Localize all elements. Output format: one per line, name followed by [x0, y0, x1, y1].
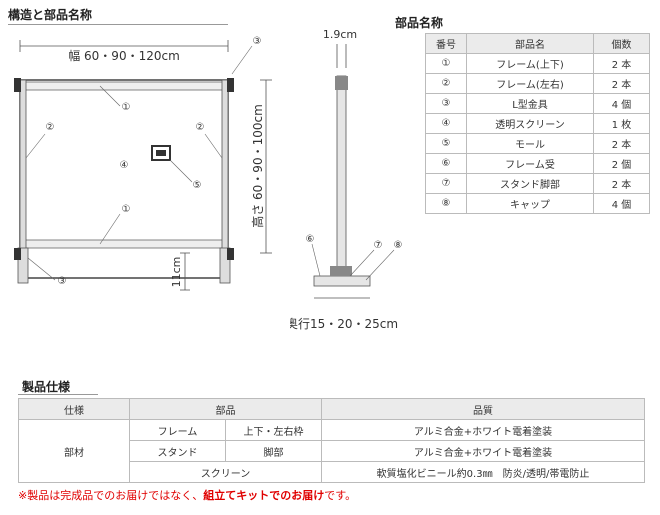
marker-6: ⑥ [306, 234, 315, 245]
spec-header-type: 仕様 [18, 398, 130, 420]
table-row: ⑦ スタンド脚部 2 本 [425, 173, 650, 194]
marker-3-top: ③ [253, 36, 262, 47]
front-view-diagram: 幅 60・90・120cm 高さ 60・90・100cm 11cm ① ① ② … [14, 36, 272, 291]
marker-3-bottom: ③ [58, 276, 67, 287]
spec-category: 部材 [18, 419, 130, 483]
spec-title: 製品仕様 [22, 380, 71, 394]
table-row: ③ L型金具 4 個 [425, 93, 650, 114]
foot-label: 11cm [170, 257, 183, 288]
structure-title: 構造と部品名称 [8, 8, 93, 22]
table-row: ④ 透明スクリーン 1 枚 [425, 113, 650, 134]
spec-table-header: 仕様 部品 品質 [18, 398, 645, 420]
marker-1-top: ① [122, 102, 131, 113]
marker-4: ④ [120, 160, 129, 171]
depth-label: 奥行15・20・25cm [290, 317, 398, 331]
marker-2-left: ② [46, 122, 55, 133]
spec-header-part: 部品 [129, 398, 322, 420]
delivery-note: ※製品は完成品でのお届けではなく、組立てキットでのお届けです。 [18, 487, 356, 503]
marker-7: ⑦ [374, 240, 383, 251]
structure-title-underline [8, 24, 228, 25]
parts-header-number: 番号 [425, 33, 467, 54]
width-label: 幅 60・90・120cm [68, 48, 180, 63]
parts-header-count: 個数 [593, 33, 650, 54]
note-suffix: です。 [324, 489, 357, 502]
parts-table-header: 番号 部品名 個数 [425, 33, 650, 54]
marker-8: ⑧ [394, 240, 403, 251]
table-row: ② フレーム(左右) 2 本 [425, 73, 650, 94]
marker-1-bottom: ① [122, 204, 131, 215]
spec-title-underline [18, 394, 98, 395]
side-view-diagram: 1.9cm 奥行15・20・25cm ⑥ ⑦ ⑧ [290, 28, 403, 331]
spec-header-quality: 品質 [321, 398, 645, 420]
table-row: ① フレーム(上下) 2 本 [425, 53, 650, 74]
height-label: 高さ 60・90・100cm [250, 104, 265, 228]
spec-table: 仕様 部品 品質 部材 フレーム 上下・左右枠 アルミ合金+ホワイト電着塗装 ス… [18, 398, 645, 483]
table-row: スクリーン 軟質塩化ビニール約0.3㎜ 防炎/透明/帯電防止 [19, 461, 645, 483]
table-row: ⑤ モール 2 本 [425, 133, 650, 154]
parts-table: 番号 部品名 個数 ① フレーム(上下) 2 本 ② フレーム(左右) 2 本 … [425, 33, 650, 214]
marker-2-right: ② [196, 122, 205, 133]
table-row: 部材 フレーム 上下・左右枠 アルミ合金+ホワイト電着塗装 [18, 419, 645, 483]
thickness-label: 1.9cm [323, 28, 357, 41]
parts-header-name: 部品名 [466, 33, 594, 54]
note-emphasis: 組立てキットでのお届け [203, 489, 325, 502]
note-prefix: ※製品は完成品でのお届けではなく、 [18, 489, 204, 502]
table-row: ⑥ フレーム受 2 個 [425, 153, 650, 174]
parts-title: 部品名称 [395, 16, 444, 30]
table-row: ⑧ キャップ 4 個 [425, 193, 650, 214]
marker-5: ⑤ [193, 180, 202, 191]
